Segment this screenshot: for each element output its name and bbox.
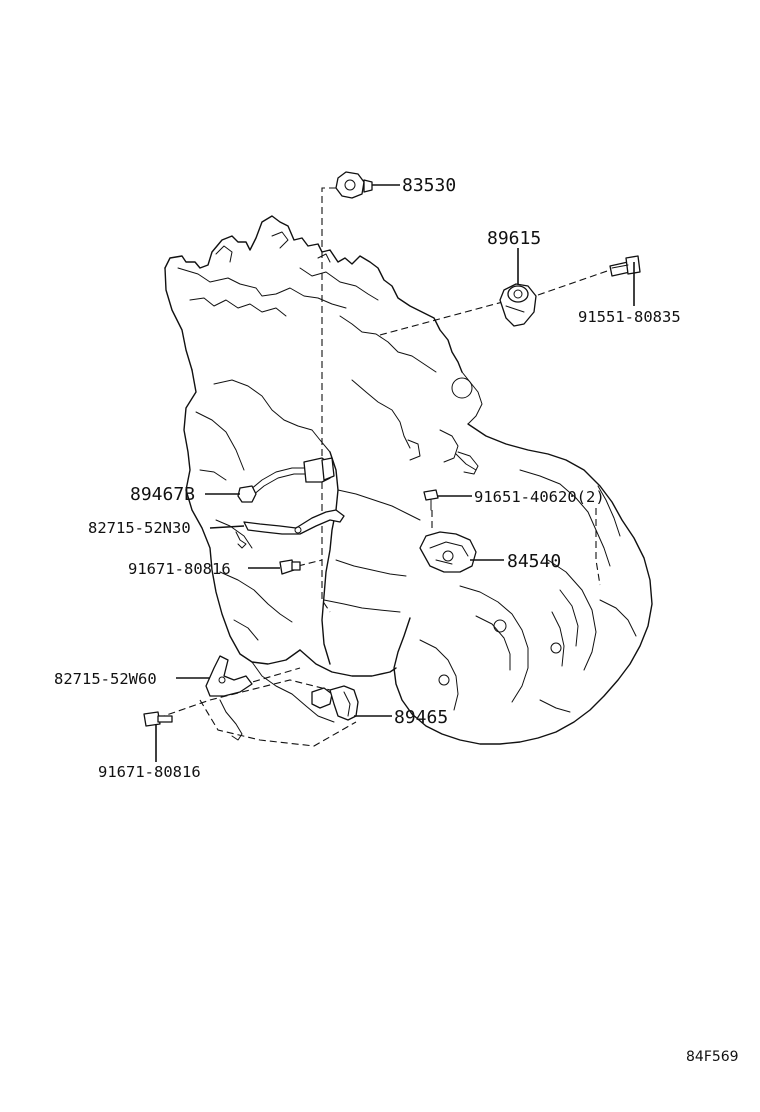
part-89467b-sensor[interactable] [237, 457, 335, 503]
label-91651-40620[interactable]: 91651-40620(2) [474, 488, 605, 506]
part-83530-oil-pressure-switch[interactable] [335, 171, 373, 199]
label-89465[interactable]: 89465 [394, 707, 448, 728]
label-91671-80816-lower[interactable]: 91671-80816 [98, 763, 201, 781]
leader-lines [155, 184, 635, 762]
part-82715-52w60-bracket[interactable] [205, 655, 253, 741]
label-82715-52w60[interactable]: 82715-52W60 [54, 670, 157, 688]
part-91551-80835-bolt[interactable] [609, 255, 641, 277]
label-89615[interactable]: 89615 [487, 228, 541, 249]
assembly-guide-lines [157, 187, 611, 747]
engine-outline [164, 215, 653, 745]
part-89465-sensor[interactable] [311, 685, 359, 721]
label-91671-80816-upper[interactable]: 91671-80816 [128, 560, 231, 578]
figure-code: 84F569 [686, 1049, 739, 1065]
label-82715-52n30[interactable]: 82715-52N30 [88, 519, 191, 537]
label-83530[interactable]: 83530 [402, 175, 456, 196]
label-84540[interactable]: 84540 [507, 551, 561, 572]
part-82715-52n30-bracket[interactable] [235, 509, 345, 549]
part-84540-switch[interactable] [419, 531, 477, 573]
label-91551-80835[interactable]: 91551-80835 [578, 308, 681, 326]
part-labels: 83530 89615 91551-80835 89467B 82715-52N… [54, 175, 681, 781]
label-89467b[interactable]: 89467B [130, 484, 195, 505]
part-91671-80816-bolt-lower[interactable] [143, 711, 173, 727]
part-91671-80816-bolt-upper[interactable] [279, 559, 301, 575]
part-91651-40620-screw[interactable] [423, 489, 439, 511]
part-89615-knock-sensor[interactable] [499, 283, 537, 327]
